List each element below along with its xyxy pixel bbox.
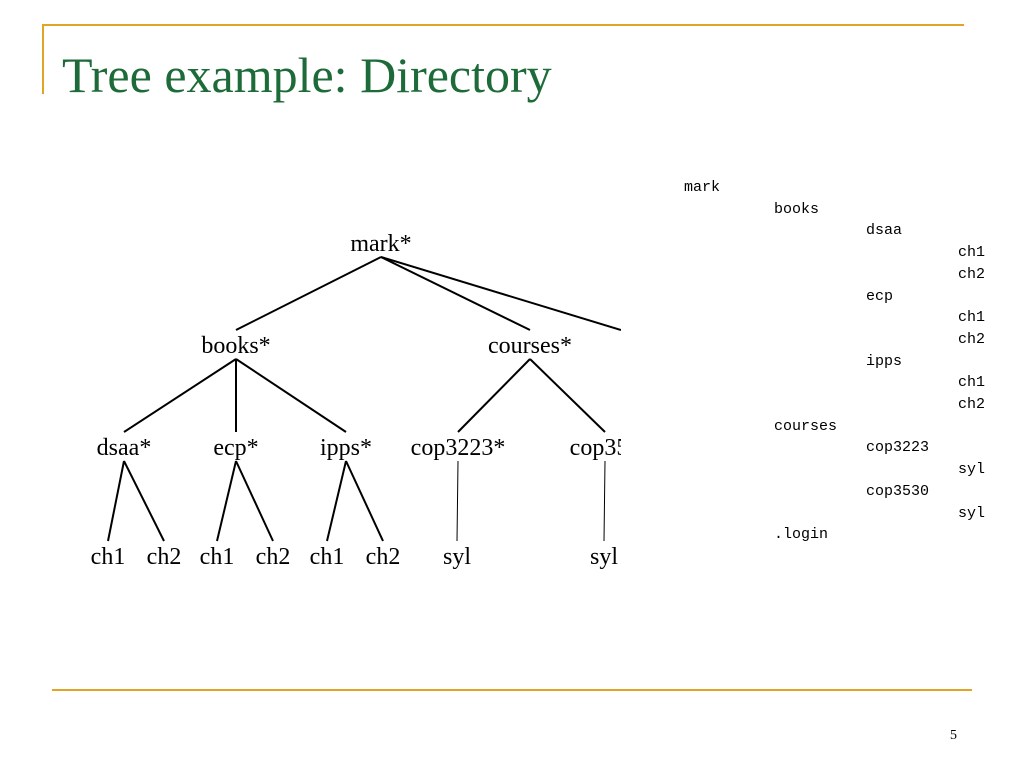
- tree-layer: mark* books* courses*. dsaa* ecp* ipps* cop322…: [91, 231, 641, 570]
- listing-item: ch1: [958, 309, 986, 327]
- listing-item: cop3223: [866, 439, 930, 457]
- bottom-accent-rule: [52, 689, 972, 691]
- listing-item: ch1: [958, 374, 986, 392]
- tree-node-mark: mark*: [350, 231, 411, 257]
- tree-node-dsaa-ch2: ch2: [147, 544, 182, 570]
- tree-edge-ecp-ecp-ch1: [216, 460, 237, 542]
- tree-node-courses: courses*: [488, 333, 572, 359]
- listing-item: .login: [774, 526, 829, 544]
- top-accent-rule: [42, 24, 964, 26]
- slide-title: Tree example: Directory: [62, 47, 552, 103]
- tree-edge-dsaa-dsaa-ch2: [123, 460, 165, 542]
- tree-node-login: .: [620, 333, 626, 359]
- tree-node-books: books*: [201, 333, 270, 359]
- listing-item: books: [774, 200, 820, 218]
- tree-edge-books-ipps: [235, 358, 347, 433]
- tree-edge-mark-courses: [380, 256, 531, 331]
- tree-node-cop3223-syl: syl: [443, 544, 471, 570]
- tree-node-dsaa: dsaa*: [97, 435, 152, 461]
- listing-item: ch2: [958, 396, 986, 413]
- tree-edge-courses-cop3530: [529, 358, 606, 433]
- tree-edge-books-dsaa: [123, 358, 237, 433]
- left-accent-rule: [42, 24, 44, 94]
- listing-item: mark: [684, 179, 721, 196]
- tree-edge-ipps-ipps-ch2: [345, 460, 384, 542]
- listing-item: dsaa: [866, 222, 903, 240]
- listing-item: ch1: [958, 244, 986, 262]
- tree-edge-cop3223-cop3223-syl: [456, 460, 459, 542]
- listing-item: syl: [958, 461, 986, 479]
- tree-node-ecp-ch1: ch1: [200, 544, 235, 570]
- listing-item: cop3530: [866, 482, 930, 500]
- tree-node-ipps-ch1: ch1: [310, 544, 345, 570]
- listing-item: ipps: [866, 352, 903, 370]
- tree-node-dsaa-ch1: ch1: [91, 544, 126, 570]
- tree-node-ipps-ch2: ch2: [366, 544, 401, 570]
- listing-item: ch2: [958, 265, 986, 283]
- tree-edge-ecp-ecp-ch2: [235, 460, 274, 542]
- tree-edge-mark-login: [380, 256, 621, 331]
- tree-node-cop3223: cop3223*: [411, 435, 506, 461]
- listing-item: courses: [774, 417, 838, 435]
- listing-item: syl: [958, 504, 986, 522]
- tree-edge-mark-books: [235, 256, 382, 331]
- tree-edge-cop3530-cop3530-syl: [603, 460, 606, 542]
- listing-item: ecp: [866, 287, 894, 305]
- tree-edge-ipps-ipps-ch1: [326, 460, 347, 542]
- tree-edge-courses-cop3223: [457, 358, 531, 433]
- tree-node-ecp: ecp*: [213, 435, 258, 461]
- tree-edge-dsaa-dsaa-ch1: [107, 460, 125, 542]
- tree-node-cop3530: cop353: [570, 435, 641, 461]
- tree-node-cop3530-syl: syl: [590, 544, 618, 570]
- tree-node-ecp-ch2: ch2: [256, 544, 291, 570]
- directory-listing: mark books dsaa ch1 ch2 ecp ch1 ch2 ipps ch1 ch2 co…: [684, 178, 1024, 558]
- page-number: 5: [950, 728, 957, 743]
- listing-item: ch2: [958, 330, 986, 348]
- tree-node-ipps: ipps*: [320, 435, 372, 461]
